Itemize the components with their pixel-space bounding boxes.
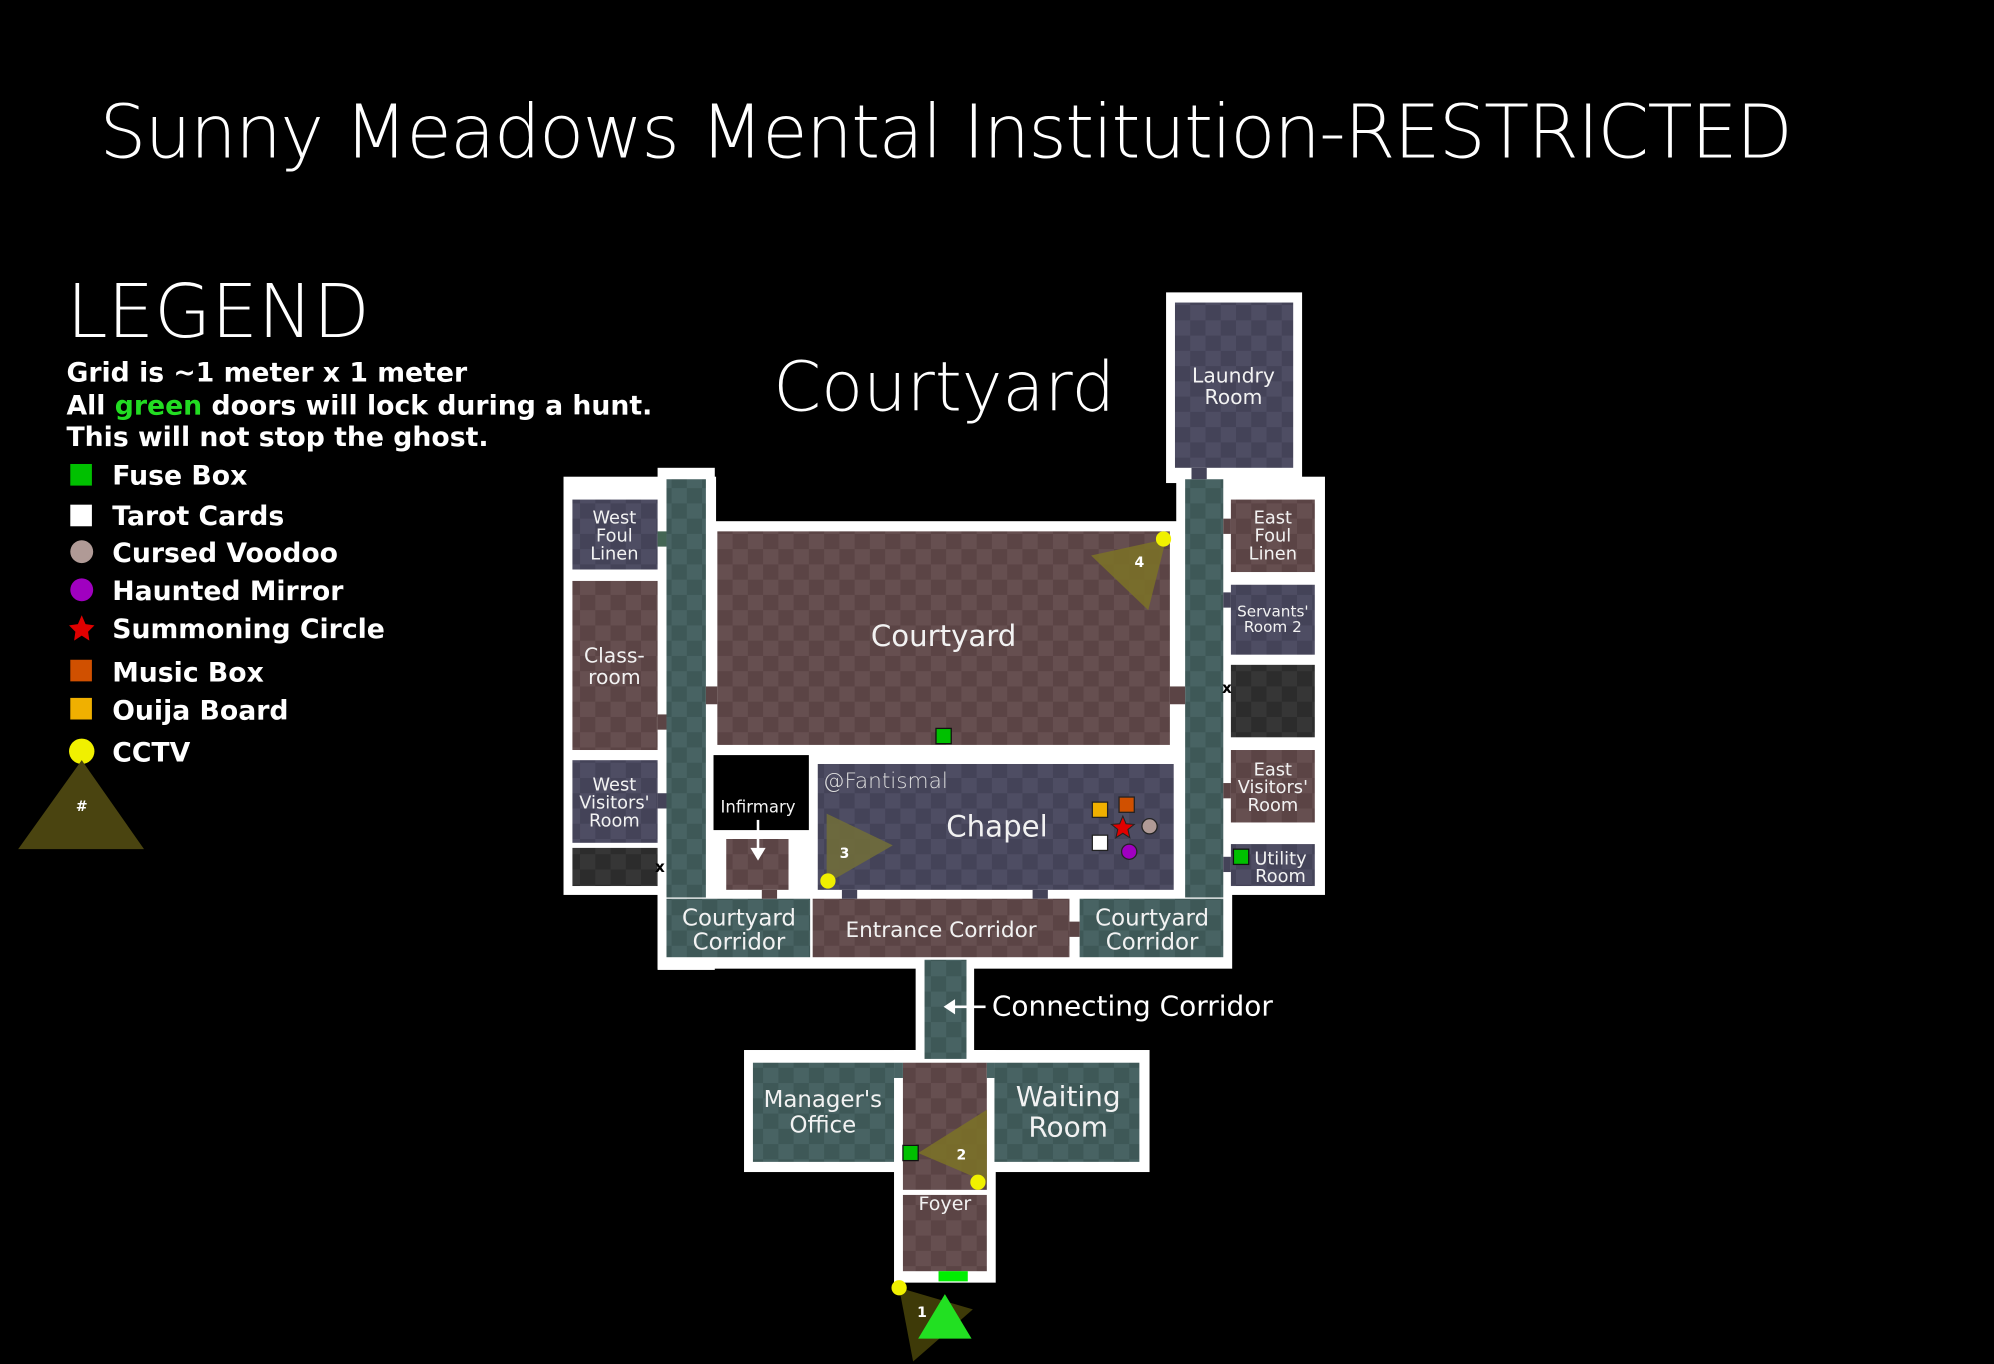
room-label-chapel: Chapel bbox=[946, 809, 1047, 843]
summoning-circle-icon bbox=[69, 615, 95, 641]
svg-text:4: 4 bbox=[1135, 555, 1145, 571]
east-visitors-room bbox=[1230, 750, 1315, 823]
cctv-icon bbox=[69, 738, 95, 764]
unlabeled-dark-room-west bbox=[572, 847, 658, 887]
cctv-camera-1: 1 bbox=[891, 1280, 973, 1362]
legend: LEGEND Grid is ~1 meter x 1 meter All gr… bbox=[18, 270, 652, 850]
legend-note-doors: All green doors will lock during a hunt. bbox=[66, 390, 652, 421]
legend-label: Music Box bbox=[112, 657, 264, 688]
haunted-mirror-icon bbox=[1120, 843, 1138, 860]
courtyard-area-label: Courtyard bbox=[773, 348, 1115, 428]
author-credit: @Fantismal bbox=[823, 769, 948, 794]
cctv-camera-3: 3 bbox=[820, 813, 893, 889]
room-label-entrance-corridor: Entrance Corridor bbox=[845, 918, 1036, 943]
legend-label: Cursed Voodoo bbox=[112, 538, 338, 569]
room-label-connecting-corridor: Connecting Corridor bbox=[992, 990, 1273, 1023]
music-box-icon bbox=[70, 659, 92, 682]
laundry-room bbox=[1174, 302, 1294, 468]
entrance-corridor bbox=[812, 898, 1070, 958]
unlabeled-dark-room-east bbox=[1230, 664, 1315, 738]
legend-note-ghost: This will not stop the ghost. bbox=[66, 422, 488, 453]
camera-cone-icon bbox=[18, 760, 145, 850]
cctv-icon bbox=[891, 1280, 907, 1296]
room-label-courtyard: Courtyard bbox=[871, 619, 1017, 653]
classroom bbox=[572, 580, 658, 751]
cctv-icon bbox=[970, 1174, 986, 1190]
courtyard-corridor-west bbox=[666, 898, 811, 958]
west-foul-linen-room bbox=[572, 499, 658, 570]
legend-label: Summoning Circle bbox=[112, 614, 385, 645]
connecting-corridor-arrow-icon bbox=[943, 999, 986, 1015]
svg-text:2: 2 bbox=[957, 1147, 967, 1163]
legend-label: Tarot Cards bbox=[112, 501, 284, 532]
servants-room-2 bbox=[1230, 584, 1315, 655]
tarot-cards-icon bbox=[1091, 834, 1109, 852]
ouija-board-icon bbox=[70, 697, 92, 720]
foyer-lower bbox=[902, 1194, 987, 1272]
legend-label: CCTV bbox=[112, 737, 190, 768]
page-title: Sunny Meadows Mental Institution-RESTRIC… bbox=[100, 91, 1793, 176]
camera-number-symbol: # bbox=[76, 799, 88, 815]
cctv-camera-4: 4 bbox=[1091, 531, 1172, 611]
haunted-mirror-icon bbox=[70, 578, 94, 602]
cctv-icon bbox=[1155, 531, 1172, 547]
legend-label: Fuse Box bbox=[112, 460, 247, 491]
tarot-cards-icon bbox=[70, 504, 92, 527]
west-hallway bbox=[666, 479, 706, 898]
room-label-classroom: Class-room bbox=[584, 643, 645, 689]
legend-label: Ouija Board bbox=[112, 696, 288, 727]
legend-heading: LEGEND bbox=[66, 270, 369, 355]
room-label-servants-room-2: Servants'Room 2 bbox=[1237, 603, 1308, 636]
east-hallway bbox=[1185, 479, 1224, 898]
courtyard-corridor-east bbox=[1079, 898, 1224, 958]
fuse-box-icon bbox=[1232, 848, 1250, 866]
room-label-infirmary: Infirmary bbox=[721, 797, 796, 816]
doors bbox=[657, 467, 1231, 1282]
locked-door-marker: x bbox=[655, 858, 665, 876]
legend-note-grid: Grid is ~1 meter x 1 meter bbox=[66, 357, 468, 388]
cctv-camera-2: 2 bbox=[918, 1109, 987, 1190]
svg-text:3: 3 bbox=[840, 846, 850, 862]
fuse-box-icon bbox=[902, 1144, 919, 1162]
cctv-icon bbox=[820, 873, 836, 889]
green-locking-door bbox=[938, 1271, 968, 1282]
courtyard-room bbox=[717, 531, 1170, 745]
room-label-foyer: Foyer bbox=[918, 1193, 971, 1215]
music-box-icon bbox=[1118, 796, 1135, 813]
connecting-corridor bbox=[924, 959, 967, 1059]
legend-label: Haunted Mirror bbox=[112, 576, 344, 607]
svg-text:1: 1 bbox=[917, 1305, 927, 1321]
east-foul-linen-room bbox=[1230, 499, 1315, 573]
cursed-voodoo-icon bbox=[70, 540, 94, 564]
entrance-marker-icon bbox=[918, 1294, 972, 1339]
cursed-voodoo-icon bbox=[1141, 818, 1158, 835]
infirmary-arrow-icon bbox=[750, 819, 766, 861]
summoning-circle-icon bbox=[1110, 814, 1136, 839]
fuse-box-icon bbox=[70, 463, 92, 486]
ouija-board-icon bbox=[1091, 801, 1109, 819]
managers-office bbox=[752, 1062, 895, 1162]
west-visitors-room bbox=[572, 760, 658, 843]
waiting-room bbox=[994, 1062, 1140, 1162]
infirmary-label-box bbox=[713, 755, 809, 831]
fuse-box-icon bbox=[935, 727, 952, 745]
locked-door-marker: x bbox=[1222, 679, 1232, 697]
